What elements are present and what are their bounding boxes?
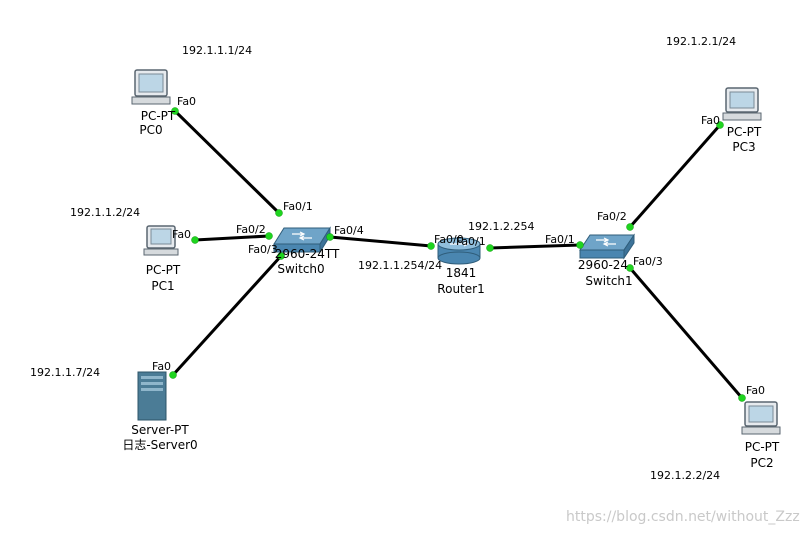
router1-fa01-label: Fa0/1: [456, 235, 486, 248]
switch1-fa02-status-dot: [626, 223, 634, 231]
router1-fa00-status-dot: [427, 242, 435, 250]
pc1-name-label: PC1: [151, 279, 175, 293]
link-router1-switch1[interactable]: [489, 243, 581, 250]
pc0-name-label: PC0: [139, 123, 163, 137]
switch1-model-label: 2960-24: [577, 258, 629, 272]
pc2-fa0-status-dot: [738, 394, 746, 402]
pc1-ip-label: 192.1.1.2/24: [70, 206, 141, 219]
switch0-model-label: 2960-24TT: [274, 247, 340, 261]
pc0-port-label: Fa0: [177, 95, 197, 108]
link-switch1-pc2[interactable]: [628, 267, 744, 399]
link-server0-switch0[interactable]: [171, 254, 283, 377]
switch0-name-label: Switch0: [277, 262, 325, 276]
pc2-model-label: PC-PT: [744, 440, 780, 454]
pc2-name-label: PC2: [750, 456, 774, 470]
switch0-fa02-status-dot: [265, 232, 273, 240]
watermark-text: https://blog.csdn.net/without_Zzz: [566, 509, 800, 525]
server0-name-label: 日志-Server0: [122, 438, 198, 452]
server0-ip-label: 192.1.1.7/24: [30, 366, 101, 379]
switch1-name-label: Switch1: [585, 274, 633, 288]
pc3-port-label: Fa0: [701, 114, 721, 127]
router1-fa00-label: Fa0/0: [434, 233, 464, 246]
pc0-fa0-status-dot: [171, 107, 179, 115]
pc3-fa0-status-dot: [716, 121, 724, 129]
pc1-port-label: Fa0: [172, 228, 192, 241]
pc1-model-label: PC-PT: [145, 263, 181, 277]
server0-model-label: Server-PT: [131, 423, 189, 437]
switch1-icon[interactable]: [579, 233, 635, 260]
router1-fa00-ip-label: 192.1.1.254/24: [358, 259, 443, 272]
router1-fa01-status-dot: [486, 244, 494, 252]
switch1-fa02-label: Fa0/2: [597, 210, 627, 223]
pc0-icon[interactable]: [131, 69, 171, 105]
pc3-model-label: PC-PT: [726, 125, 762, 139]
pc1-fa0-status-dot: [191, 236, 199, 244]
link-pc1-switch0[interactable]: [194, 234, 270, 242]
switch0-fa04-label: Fa0/4: [334, 224, 364, 237]
switch0-fa01-status-dot: [275, 209, 283, 217]
pc1-icon[interactable]: [143, 225, 179, 256]
server0-fa0-status-dot: [169, 371, 177, 379]
switch0-fa03-label: Fa0/3: [248, 243, 278, 256]
server0-port-label: Fa0: [152, 360, 172, 373]
pc0-ip-label: 192.1.1.1/24: [182, 44, 253, 57]
switch0-fa04-status-dot: [326, 233, 334, 241]
switch1-fa03-label: Fa0/3: [633, 255, 663, 268]
switch0-icon[interactable]: [273, 226, 331, 254]
pc3-name-label: PC3: [732, 140, 756, 154]
switch0-fa01-label: Fa0/1: [283, 200, 313, 213]
switch0-fa03-status-dot: [277, 252, 285, 260]
switch1-fa01-label: Fa0/1: [545, 233, 575, 246]
server0-icon[interactable]: [137, 371, 167, 421]
pc3-ip-label: 192.1.2.1/24: [666, 35, 737, 48]
pc0-model-label: PC-PT: [140, 109, 176, 123]
pc2-icon[interactable]: [741, 401, 781, 435]
link-switch0-router1[interactable]: [329, 235, 432, 248]
pc3-icon[interactable]: [722, 87, 762, 121]
link-switch1-pc3[interactable]: [628, 124, 722, 228]
switch1-fa03-status-dot: [626, 264, 634, 272]
pc2-port-label: Fa0: [746, 384, 766, 397]
link-pc0-switch0[interactable]: [173, 109, 281, 215]
router1-icon[interactable]: [437, 237, 481, 265]
router1-fa01-ip-label: 192.1.2.254: [468, 220, 535, 233]
switch0-fa02-label: Fa0/2: [236, 223, 266, 236]
switch1-fa01-status-dot: [576, 241, 584, 249]
pc2-ip-label: 192.1.2.2/24: [650, 469, 721, 482]
router1-model-label: 1841: [445, 266, 477, 280]
router1-name-label: Router1: [437, 282, 485, 296]
